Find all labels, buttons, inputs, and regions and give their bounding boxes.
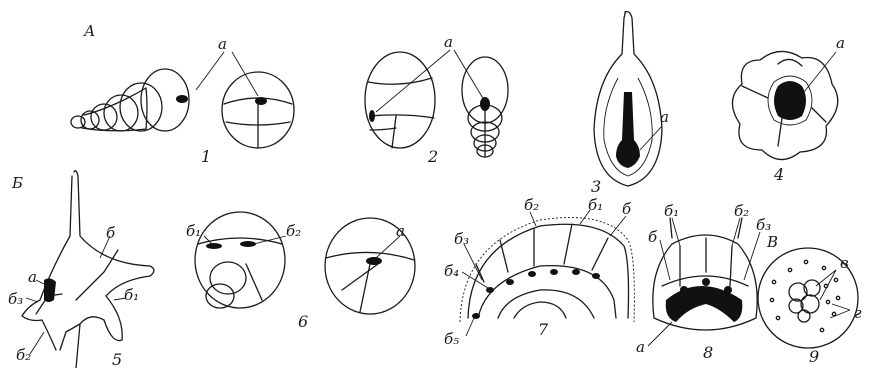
figure-2-number: 2 [427,147,438,166]
label-b3-figure-8: б₃ [756,216,771,234]
label-a-figure-6: а [396,222,405,240]
label-b2-figure-6: б₂ [286,222,301,240]
label-b3-figure-7: б₃ [454,230,469,248]
figure-4-drawing [732,51,837,159]
figure-6-number: 6 [298,312,308,331]
label-b-figure-7: б [622,200,632,218]
label-b3-figure-5: б₃ [8,290,23,308]
section-letter-b: Б [11,174,23,192]
figure-2-drawing [365,52,508,157]
label-b-figure-5: б [106,224,116,242]
figure-3-number: 3 [591,177,601,196]
label-b-figure-8: б [648,228,658,246]
label-b1-figure-8: б₁ [664,202,679,220]
figure-7-drawing [460,218,634,323]
label-b2-figure-8: б₂ [734,202,749,220]
label-a-figure-8: а [636,338,645,356]
label-a-figure-4: а [836,34,845,52]
label-b1-figure-5: б₁ [124,286,139,304]
figure-1-number: 1 [201,147,211,166]
label-b5-figure-7: б₅ [444,330,459,348]
figure-3-drawing [594,12,662,186]
figure-1-drawing [71,69,294,148]
label-v-figure-9: в [840,254,849,272]
figure-5-drawing [22,171,154,368]
label-b4-figure-7: б₄ [444,262,459,280]
label-a-figure-3: а [660,108,669,126]
label-b2-figure-5: б₂ [16,346,31,364]
figure-5-number: 5 [112,350,122,368]
section-letter-v: В [766,233,778,251]
figure-7-number: 7 [538,320,549,339]
label-a-figure-2: а [444,33,453,51]
label-b1-figure-6: б₁ [186,222,201,240]
label-a-figure-1: а [218,35,227,53]
label-b1-figure-7: б₁ [588,196,603,214]
label-g-figure-9: г [854,304,862,322]
label-a-figure-5: а [28,268,37,286]
figure-9-number: 9 [809,347,819,366]
section-letter-a: А [83,22,95,40]
figure-6-drawing [195,212,415,314]
figure-8-number: 8 [703,343,713,362]
figure-4-number: 4 [773,165,784,184]
label-b2-figure-7: б₂ [524,196,539,214]
